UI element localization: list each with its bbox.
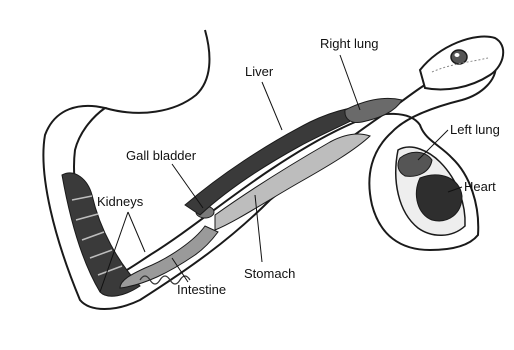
left-lung-label: Left lung [450,122,500,137]
eye-highlight [455,53,460,57]
right-lung-leader [340,55,360,110]
gall-bladder-leader [172,164,203,208]
liver-label: Liver [245,64,274,79]
kidneys-leader-2 [128,212,145,252]
kidneys-label: Kidneys [97,194,144,209]
heart-label: Heart [464,179,496,194]
stomach-label: Stomach [244,266,295,281]
gall-bladder-label: Gall bladder [126,148,197,163]
liver-leader [262,82,282,130]
right-lung-label: Right lung [320,36,379,51]
intestine-label: Intestine [177,282,226,297]
liver-organ [185,107,375,215]
heart-organ [416,175,462,221]
tail-tip [105,30,209,113]
eye-icon [451,50,467,64]
